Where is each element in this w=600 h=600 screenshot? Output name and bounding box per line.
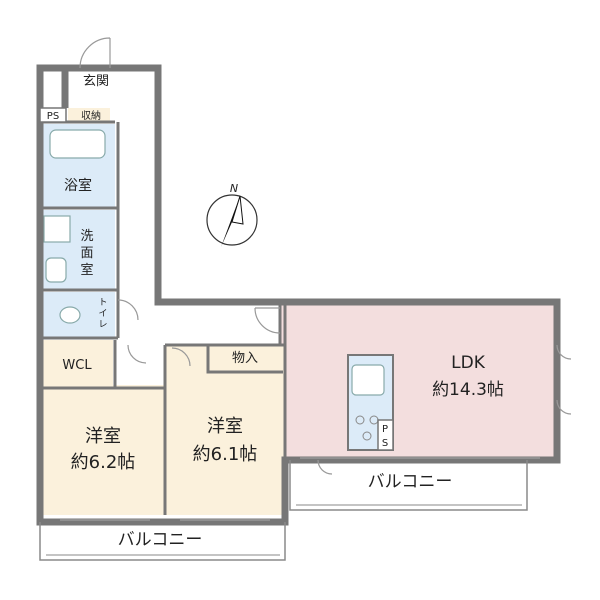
- compass: N: [206, 182, 258, 247]
- ps-top-box: [39, 107, 67, 123]
- window-right-1: [556, 344, 572, 360]
- wcl-area: [40, 340, 113, 388]
- bath-label: 浴室: [64, 177, 92, 194]
- balcony-door-ldk: [317, 459, 333, 475]
- ps-top-label: PS: [47, 111, 59, 122]
- ps-kitchen-s: S: [382, 438, 388, 449]
- balcony-bottom-outline: [39, 522, 286, 561]
- monoire-area: [208, 345, 283, 370]
- yoshitsu2-door: [171, 347, 191, 367]
- yoshitsu2-name: 洋室: [207, 416, 243, 437]
- toilet-label-1: ト: [98, 298, 107, 308]
- ldk-door: [254, 307, 281, 334]
- ldk-size: 約14.3帖: [432, 380, 504, 400]
- ps-box: [377, 419, 394, 451]
- yoshitsu1-name: 洋室: [85, 426, 121, 447]
- toilet-bowl: [59, 306, 81, 324]
- monoire-label: 物入: [232, 351, 258, 366]
- toilet-door: [117, 299, 139, 321]
- outer-wall: [36, 64, 561, 526]
- bathtub: [49, 129, 106, 159]
- interior-walls: [40, 120, 287, 515]
- genkan-label: 玄関: [83, 74, 109, 89]
- toilet-label-3: レ: [98, 320, 107, 330]
- window-right-2: [556, 399, 572, 415]
- ldk-name: LDK: [451, 353, 486, 373]
- yoshitsu1-size: 約6.2帖: [71, 452, 136, 473]
- wcl-label: WCL: [62, 358, 92, 373]
- ps-kitchen-p: P: [382, 424, 388, 435]
- washer-space: [43, 215, 71, 243]
- stove-burner: [355, 415, 365, 425]
- balcony-right-outline: [289, 460, 528, 511]
- compass-label: N: [230, 182, 238, 195]
- window-marks: [60, 457, 540, 521]
- balcony-bottom-label: バルコニー: [118, 530, 203, 550]
- yoshitsu-1-area: [40, 385, 165, 515]
- senmen-label-2: 面: [80, 246, 93, 261]
- shuno-label: 収納: [81, 109, 101, 122]
- ldk-area: [280, 305, 557, 460]
- shuno-area: [68, 108, 110, 122]
- stove-burner: [362, 431, 372, 441]
- compass-needle-icon: [221, 196, 240, 247]
- compass-needle-outline: [231, 195, 244, 225]
- entrance-door: [79, 37, 111, 69]
- kitchen-sink: [351, 364, 385, 396]
- senmen-label-3: 室: [80, 262, 93, 278]
- genkan-area: [65, 68, 110, 108]
- senmen-label-1: 洗: [80, 229, 93, 244]
- washbasin: [45, 257, 67, 283]
- toilet-label-2: イ: [98, 309, 107, 319]
- yoshitsu1-door: [127, 344, 147, 364]
- yoshitsu2-size: 約6.1帖: [193, 444, 258, 465]
- balcony-right-label: バルコニー: [368, 472, 453, 492]
